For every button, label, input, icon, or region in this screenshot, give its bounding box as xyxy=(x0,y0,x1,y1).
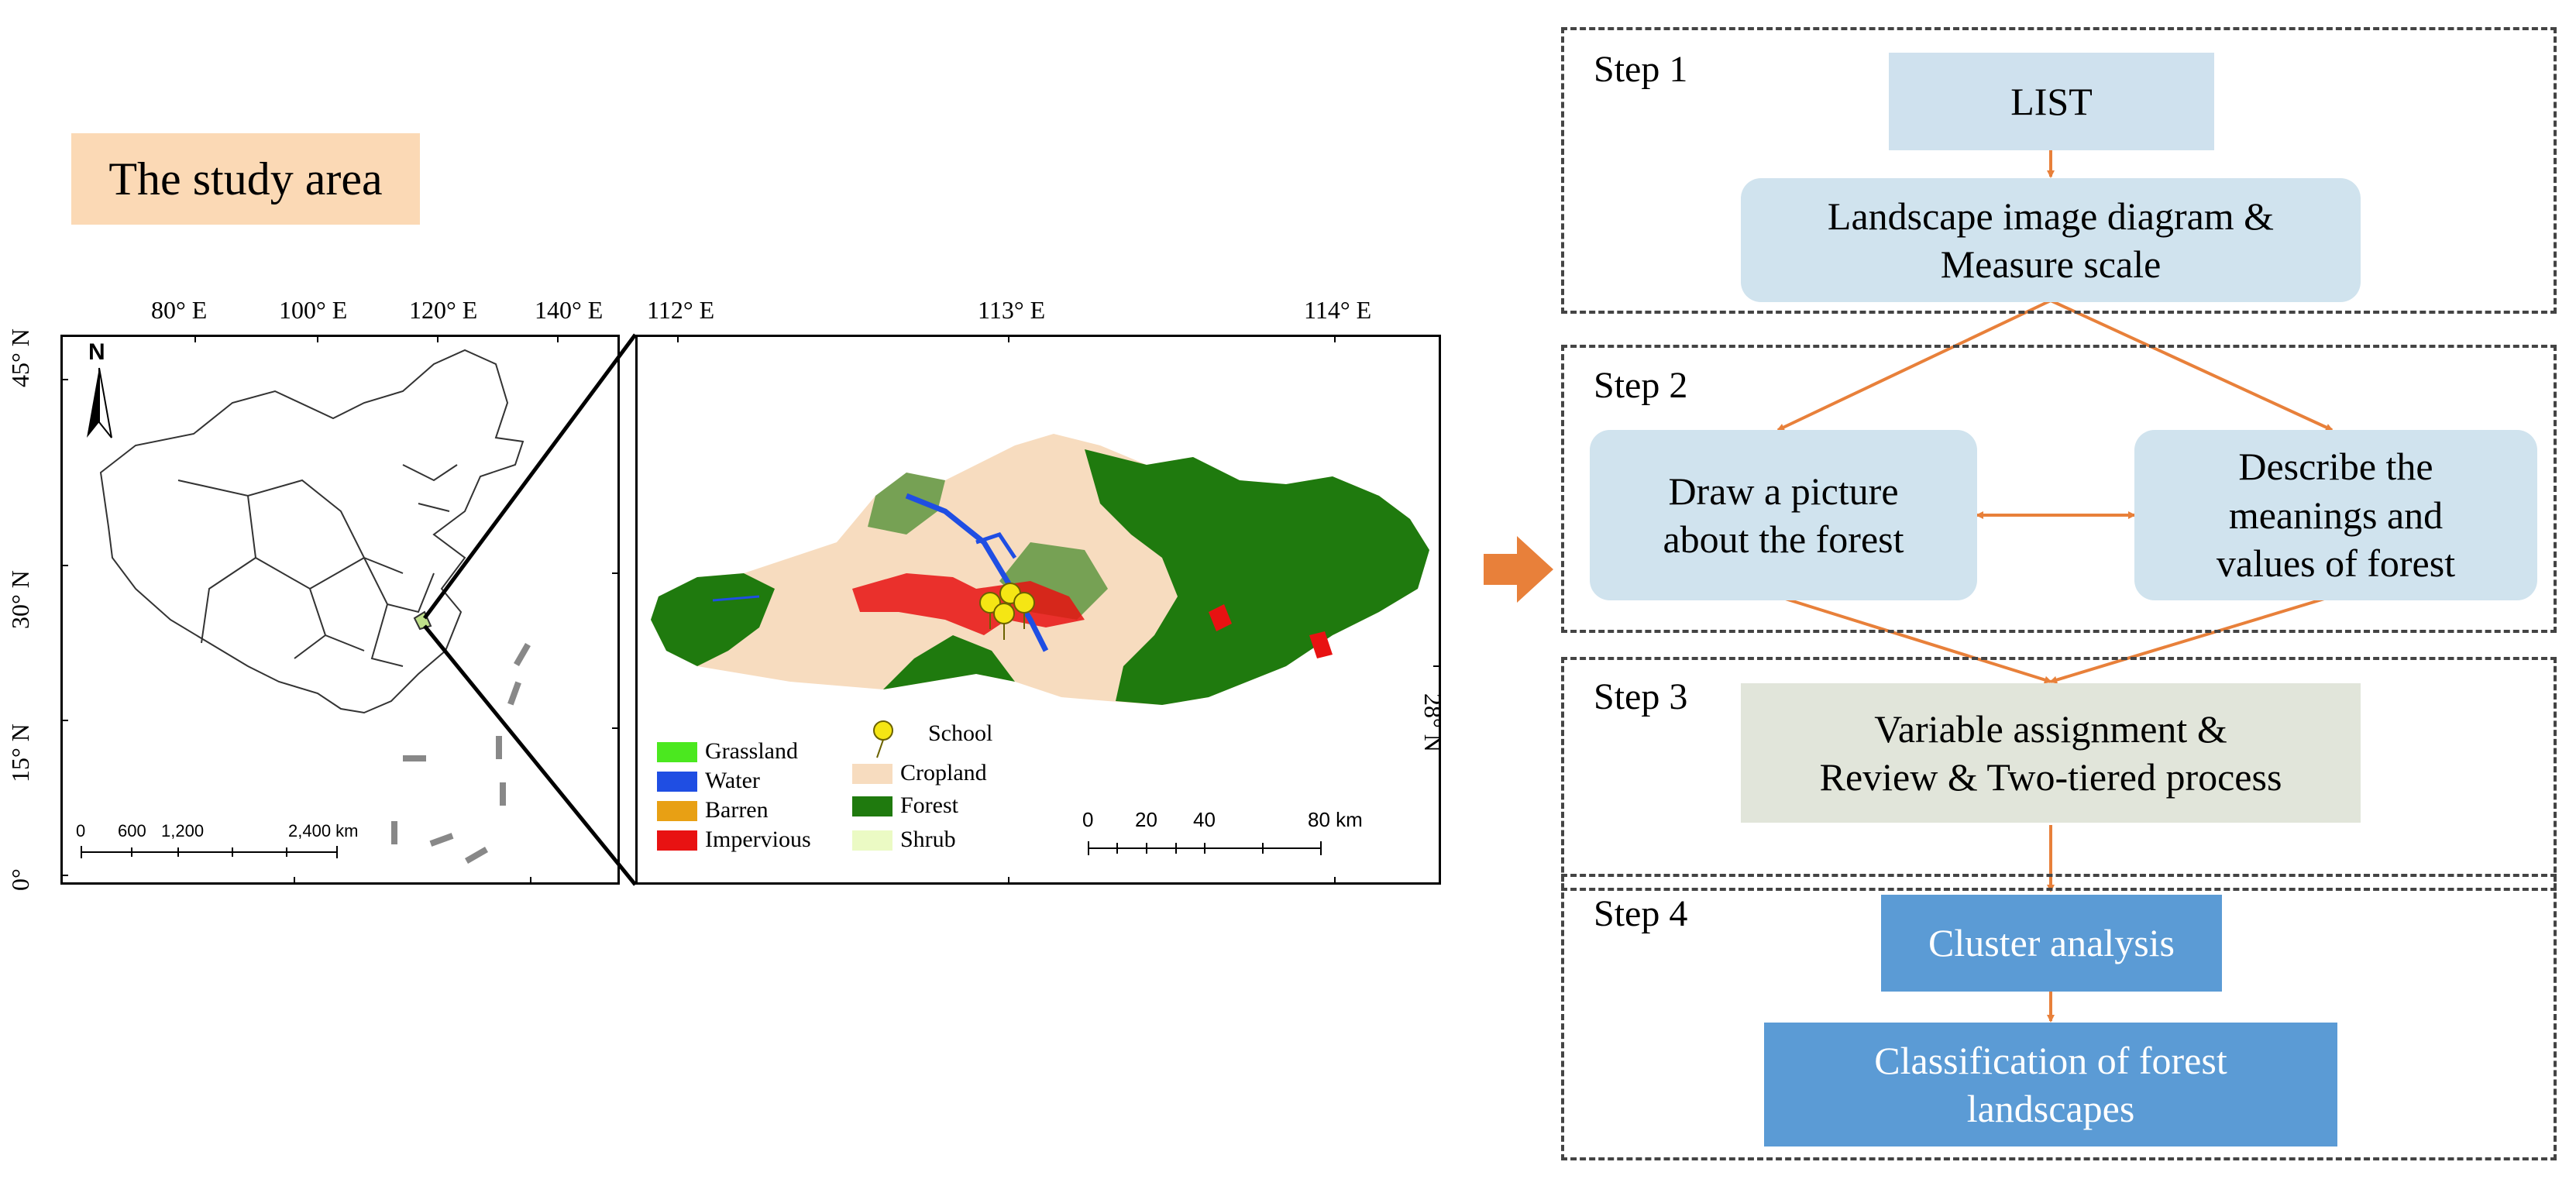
flow-arrow xyxy=(1776,299,2052,431)
landscape-text-line2: Measure scale xyxy=(1940,242,2162,286)
step-4-box xyxy=(1561,874,2557,1160)
legend-label: Impervious xyxy=(705,827,811,852)
connector-line xyxy=(423,624,637,886)
step-4-label: Step 4 xyxy=(1594,893,1688,934)
legend-swatch-grassland xyxy=(657,742,697,762)
china-x-tick: 120° E xyxy=(409,296,478,324)
region-x-tick: 112° E xyxy=(647,296,715,324)
variable-assignment-node: Variable assignment & Review & Two-tiere… xyxy=(1741,683,2361,823)
step-1-box xyxy=(1561,27,2557,314)
step-1-label: Step 1 xyxy=(1594,49,1688,90)
cluster-text: Cluster analysis xyxy=(1928,921,2175,965)
legend-label: Water xyxy=(705,768,760,793)
north-arrow-icon xyxy=(87,367,112,438)
classification-text-line1: Classification of forest xyxy=(1874,1038,2227,1082)
step-3-label: Step 3 xyxy=(1594,676,1688,717)
variable-text-line1: Variable assignment & xyxy=(1874,706,2227,751)
region-map-frame xyxy=(635,335,1441,885)
draw-picture-node: Draw a picture about the forest xyxy=(1590,430,1977,600)
study-area-title: The study area xyxy=(71,133,420,225)
china-scale-label: 600 xyxy=(118,821,146,841)
legend-swatch-cropland xyxy=(852,764,892,784)
describe-text-line1: Describe the xyxy=(2238,445,2433,489)
pushpin-icon xyxy=(873,720,893,758)
region-x-tick: 114° E xyxy=(1304,296,1372,324)
cluster-analysis-node: Cluster analysis xyxy=(1881,895,2222,992)
china-outline xyxy=(99,349,524,714)
flow-arrow xyxy=(2050,299,2334,431)
step-3-box xyxy=(1561,657,2557,891)
china-x-tick: 100° E xyxy=(279,296,348,324)
north-label: N xyxy=(88,339,105,365)
region-x-tick: 113° E xyxy=(978,296,1046,324)
study-area-marker xyxy=(413,610,432,631)
region-scale-label: 80 km xyxy=(1308,808,1363,831)
legend-label: Forest xyxy=(900,792,958,818)
step-2-box xyxy=(1561,345,2557,633)
china-scale-label: 0 xyxy=(76,821,86,841)
legend-swatch-shrub xyxy=(852,830,892,851)
legend-swatch-barren xyxy=(657,801,697,821)
region-scale-label: 20 xyxy=(1135,808,1157,831)
china-x-tick: 140° E xyxy=(535,296,604,324)
classification-text-line2: landscapes xyxy=(1966,1087,2135,1130)
list-node: LIST xyxy=(1889,53,2214,150)
variable-text-line2: Review & Two-tiered process xyxy=(1819,755,2282,799)
orange-arrow-icon xyxy=(1484,536,1553,603)
flow-arrow xyxy=(2049,595,2333,684)
school-pins xyxy=(979,583,1035,640)
describe-meanings-node: Describe the meanings and values of fore… xyxy=(2134,430,2537,600)
south-sea-islands xyxy=(391,643,531,864)
legend-swatch-water xyxy=(657,772,697,792)
china-map-frame xyxy=(60,335,620,885)
china-scale-label: 1,200 xyxy=(161,821,205,841)
landscape-text-line1: Landscape image diagram & xyxy=(1827,194,2275,238)
legend-label: Shrub xyxy=(900,827,956,852)
classification-node: Classification of forest landscapes xyxy=(1764,1023,2337,1146)
china-scale-bar xyxy=(81,846,338,858)
legend-label: Grassland xyxy=(705,738,798,764)
landscape-diagram-node: Landscape image diagram & Measure scale xyxy=(1741,178,2361,302)
connector-line xyxy=(422,333,638,620)
legend-label: Barren xyxy=(705,797,769,823)
draw-text-line1: Draw a picture xyxy=(1668,469,1899,513)
legend-label: Cropland xyxy=(900,760,987,786)
draw-text-line2: about the forest xyxy=(1663,517,1904,561)
step-2-label: Step 2 xyxy=(1594,365,1688,406)
list-text: LIST xyxy=(2010,79,2093,123)
describe-text-line3: values of forest xyxy=(2216,541,2456,586)
region-scale-label: 0 xyxy=(1082,808,1094,831)
legend-label: School xyxy=(928,720,993,746)
region-scale-bar xyxy=(1088,841,1322,855)
region-landcover xyxy=(651,434,1429,705)
china-x-tick: 80° E xyxy=(151,296,208,324)
legend-swatch-impervious xyxy=(657,830,697,851)
flow-arrow xyxy=(1777,595,2052,684)
legend-swatch-forest xyxy=(852,796,892,816)
describe-text-line2: meanings and xyxy=(2228,493,2444,537)
china-scale-label: 2,400 km xyxy=(288,821,359,841)
region-scale-label: 40 xyxy=(1193,808,1216,831)
